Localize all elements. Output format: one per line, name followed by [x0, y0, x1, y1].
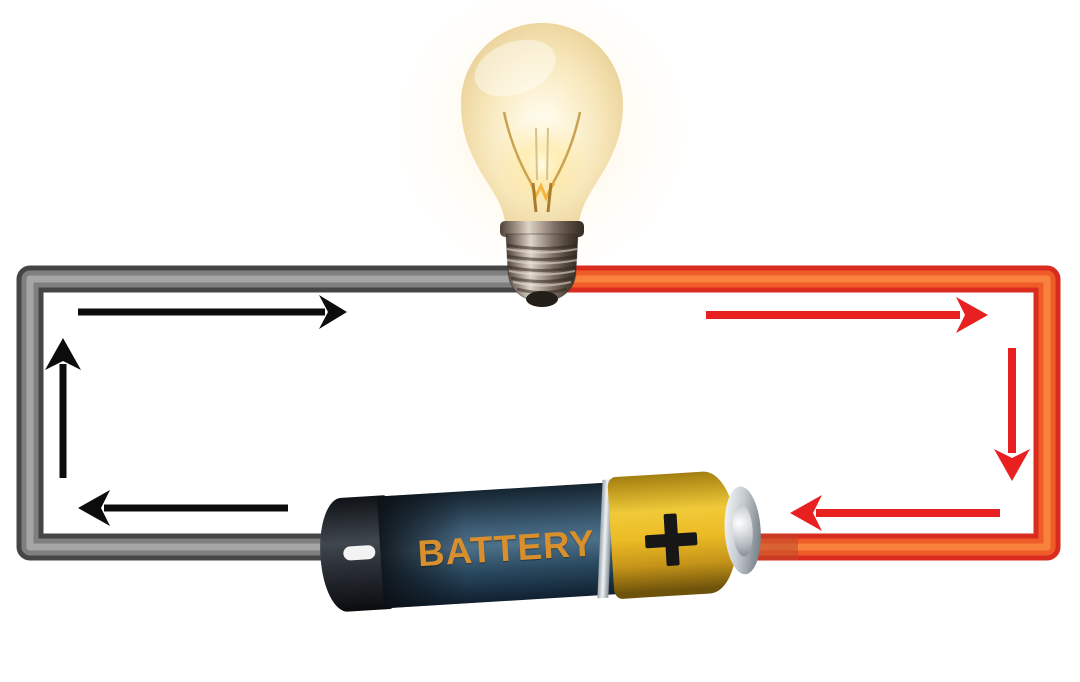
bulb-contact	[526, 291, 558, 307]
battery-positive-mark	[644, 512, 699, 567]
negative-wire-core	[26, 275, 520, 551]
bulb-filament	[502, 111, 582, 213]
current-arrow-black-left	[78, 490, 288, 526]
current-arrow-red-down	[994, 348, 1030, 481]
negative-wire	[16, 265, 520, 561]
current-arrow-black-up	[45, 338, 81, 478]
current-arrow-red-right	[706, 297, 988, 333]
battery: BATTERY	[314, 465, 764, 619]
current-arrows-black	[45, 295, 347, 526]
current-arrow-red-left	[790, 495, 1000, 531]
light-bulb	[461, 23, 623, 307]
battery-terminal-nub	[731, 503, 755, 557]
battery-positive-mark-bar	[663, 513, 680, 567]
current-arrow-black-right	[78, 295, 347, 329]
battery-negative-mark	[342, 544, 376, 561]
positive-wire	[560, 265, 1061, 561]
positive-wire-core	[560, 275, 1051, 551]
current-arrows-red	[706, 297, 1030, 531]
bulb-glass-highlight	[474, 39, 556, 97]
bulb-filament-glow	[494, 117, 590, 213]
bulb-base	[500, 221, 584, 307]
